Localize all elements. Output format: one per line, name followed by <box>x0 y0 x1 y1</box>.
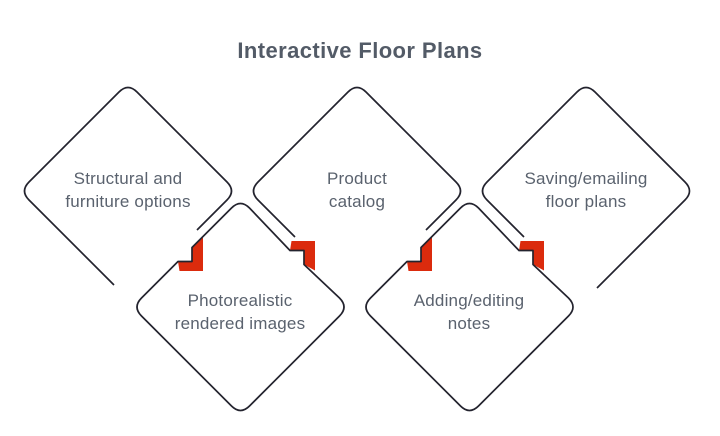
diamond-outline-structural-furniture-options <box>23 86 233 286</box>
diamond-label-adding-editing: Adding/editing notes <box>359 289 579 335</box>
label-line: catalog <box>328 192 386 211</box>
label-line: Structural and <box>73 169 183 188</box>
diamond-outline-photorealistic <box>136 202 345 412</box>
diamond-fill-photorealistic <box>137 203 344 411</box>
label-line: Photorealistic <box>187 291 293 310</box>
label-line: Saving/emailing <box>524 169 648 188</box>
diamond-fill-adding-editing <box>366 203 573 411</box>
label-line: Product <box>327 169 387 188</box>
label-line: rendered images <box>174 314 306 333</box>
diamond-label-structural-furniture-options: Structural and furniture options <box>18 167 238 213</box>
label-line: furniture options <box>65 192 191 211</box>
label-line: Adding/editing <box>413 291 525 310</box>
diamond-label-product-catalog: Product catalog <box>247 167 467 213</box>
diamond-outline-adding-editing <box>365 202 574 412</box>
diagram-title: Interactive Floor Plans <box>237 38 483 63</box>
overlap-fold-accent-1 <box>178 236 203 271</box>
diamond-outline-product-catalog <box>252 86 462 238</box>
label-line: notes <box>447 314 491 333</box>
diamond-outline-saving-emailing <box>481 86 691 289</box>
label-line: floor plans <box>545 192 627 211</box>
overlap-fold-accent-3 <box>407 236 432 271</box>
overlap-fold-accent-2 <box>290 241 315 271</box>
overlap-fold-accent-4 <box>519 241 544 271</box>
diamond-label-photorealistic: Photorealistic rendered images <box>130 289 350 335</box>
diamond-label-saving-emailing: Saving/emailing floor plans <box>476 167 696 213</box>
